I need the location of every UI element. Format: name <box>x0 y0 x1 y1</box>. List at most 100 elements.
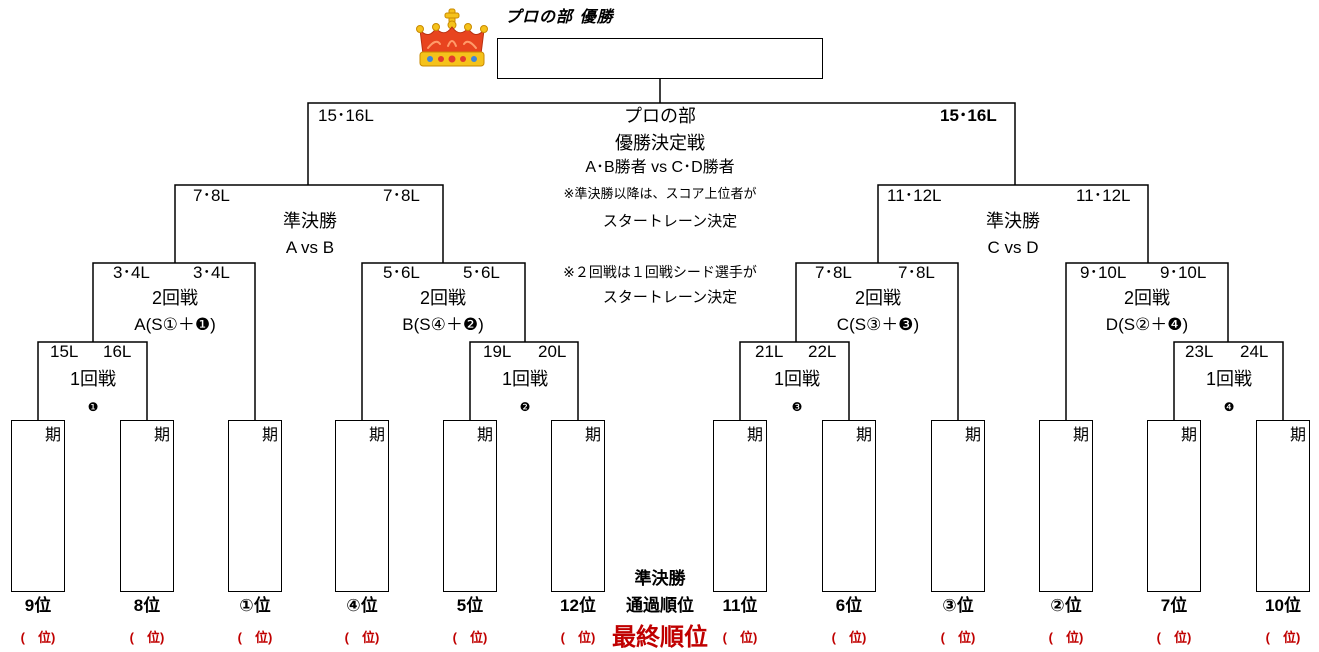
final-rank-label: ( 位) <box>1048 630 1084 645</box>
slot-term-label: 期 <box>746 427 763 444</box>
round2-d-title: 2回戦 <box>1123 288 1171 308</box>
final-title: 優勝決定戦 <box>615 133 705 153</box>
round1-2-right-lane: 20L <box>538 342 567 361</box>
player-slot: 期 <box>335 420 389 592</box>
slot-term-label: 期 <box>368 427 385 444</box>
round2-d-match: D(S②＋❹) <box>1105 315 1189 334</box>
round2-note-line1: ※２回戦は１回戦シード選手が <box>563 264 757 280</box>
final-rank-label: ( 位) <box>560 630 596 645</box>
seed-rank-label: ②位 <box>1050 596 1082 615</box>
round2-b-match: B(S④＋❷) <box>402 315 484 334</box>
round2-d-connector <box>1065 262 1229 420</box>
final-note-line2: スタートレーン決定 <box>602 213 738 230</box>
round1-2-title: 1回戦 <box>501 369 549 389</box>
round1-2-connector <box>469 341 579 420</box>
final-connector <box>307 79 1016 185</box>
round1-1-connector <box>37 341 148 420</box>
round1-1-left-lane: 15L <box>50 342 79 361</box>
round1-1-mark: ❶ <box>87 400 99 414</box>
player-slot: 期 <box>713 420 767 592</box>
slot-term-label: 期 <box>855 427 872 444</box>
round2-a-match: A(S①＋❶) <box>134 315 216 334</box>
final-rank-label: ( 位) <box>20 630 56 645</box>
seed-rank-label: 9位 <box>24 596 52 615</box>
round1-1-title: 1回戦 <box>69 369 117 389</box>
player-slot: 期 <box>822 420 876 592</box>
round2-c-left-lane: 7･8L <box>815 263 852 282</box>
final-rank-label: ( 位) <box>940 630 976 645</box>
semifinal-a-right-lane: 7･8L <box>383 186 420 205</box>
semifinal-a-left-lane: 7･8L <box>193 186 230 205</box>
seed-caption-line1: 準決勝 <box>634 569 686 588</box>
round1-4-connector <box>1173 341 1284 420</box>
player-slot: 期 <box>551 420 605 592</box>
crown-icon <box>416 8 488 67</box>
seed-rank-label: ①位 <box>239 596 271 615</box>
seed-rank-label: 7位 <box>1160 596 1188 615</box>
semifinal-b-match: C vs D <box>987 238 1039 257</box>
round1-3-right-lane: 22L <box>808 342 837 361</box>
seed-rank-label: 6位 <box>835 596 863 615</box>
semifinal-right-connector <box>877 184 1149 263</box>
slot-term-label: 期 <box>1072 427 1089 444</box>
round2-a-connector <box>92 262 256 420</box>
slot-term-label: 期 <box>1180 427 1197 444</box>
slot-term-label: 期 <box>964 427 981 444</box>
round2-c-title: 2回戦 <box>854 288 902 308</box>
player-slot: 期 <box>11 420 65 592</box>
slot-term-label: 期 <box>476 427 493 444</box>
round1-3-left-lane: 21L <box>755 342 784 361</box>
final-rank-label: ( 位) <box>1265 630 1301 645</box>
semifinal-left-connector <box>174 184 444 263</box>
round2-a-left-lane: 3･4L <box>113 263 150 282</box>
round1-4-mark: ❹ <box>1223 400 1235 414</box>
semifinal-a-title: 準決勝 <box>283 211 337 231</box>
round1-2-left-lane: 19L <box>483 342 512 361</box>
player-slot: 期 <box>443 420 497 592</box>
round2-b-title: 2回戦 <box>419 288 467 308</box>
round2-c-connector <box>795 262 959 420</box>
seed-rank-label: 8位 <box>133 596 161 615</box>
round2-b-left-lane: 5･6L <box>383 263 420 282</box>
round1-1-right-lane: 16L <box>103 342 132 361</box>
slot-term-label: 期 <box>261 427 278 444</box>
round1-3-title: 1回戦 <box>773 369 821 389</box>
final-left-lane-label: 15･16L <box>318 106 374 125</box>
round2-b-right-lane: 5･6L <box>463 263 500 282</box>
round2-b-connector <box>361 262 526 420</box>
seed-rank-label: ④位 <box>346 596 378 615</box>
round2-a-right-lane: 3･4L <box>193 263 230 282</box>
player-slot: 期 <box>228 420 282 592</box>
round2-d-right-lane: 9･10L <box>1160 263 1207 282</box>
final-rank-caption: 最終順位 <box>612 624 708 651</box>
final-right-lane-label: 15･16L <box>940 106 997 125</box>
semifinal-b-right-lane: 11･12L <box>1076 186 1131 205</box>
semifinal-b-title: 準決勝 <box>986 211 1040 231</box>
semifinal-a-match: A vs B <box>285 238 335 257</box>
final-rank-label: ( 位) <box>344 630 380 645</box>
round1-4-title: 1回戦 <box>1205 369 1253 389</box>
round2-c-match: C(S③＋❸) <box>836 315 920 334</box>
seed-rank-label: 12位 <box>560 596 596 615</box>
slot-term-label: 期 <box>44 427 61 444</box>
slot-term-label: 期 <box>1289 427 1306 444</box>
round1-3-mark: ❸ <box>791 400 803 414</box>
player-slot: 期 <box>1147 420 1201 592</box>
seed-caption-line2: 通過順位 <box>626 596 694 615</box>
round2-note-line2: スタートレーン決定 <box>602 289 738 306</box>
final-rank-label: ( 位) <box>129 630 165 645</box>
seed-rank-label: 10位 <box>1265 596 1301 615</box>
final-rank-label: ( 位) <box>452 630 488 645</box>
seed-rank-label: 11位 <box>722 596 758 615</box>
round1-3-connector <box>739 341 850 420</box>
round1-2-mark: ❷ <box>519 400 531 414</box>
final-rank-label: ( 位) <box>1156 630 1192 645</box>
semifinal-b-left-lane: 11･12L <box>887 186 942 205</box>
player-slot: 期 <box>120 420 174 592</box>
round2-d-left-lane: 9･10L <box>1080 263 1127 282</box>
player-slot: 期 <box>1039 420 1093 592</box>
seed-rank-label: 5位 <box>456 596 484 615</box>
champion-name-box <box>497 38 823 79</box>
player-slot: 期 <box>931 420 985 592</box>
